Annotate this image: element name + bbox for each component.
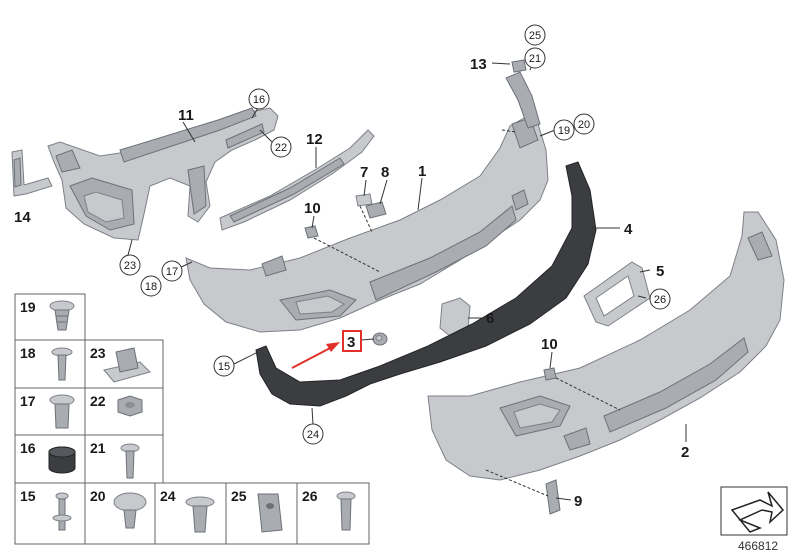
legend-label-17: 17 (20, 393, 36, 409)
part-12-strip (219, 129, 375, 231)
label-12: 12 (306, 131, 323, 148)
fastener-17-icon (49, 394, 75, 429)
fastener-legend: 19 18 23 17 22 16 21 15 20 24 25 26 (14, 293, 370, 545)
svg-text:15: 15 (218, 361, 230, 373)
label-1: 1 (418, 163, 426, 180)
fastener-18-icon (51, 347, 73, 381)
legend-label-19: 19 (20, 299, 36, 315)
svg-text:22: 22 (275, 142, 287, 154)
fastener-22-icon (117, 395, 143, 417)
fastener-24-icon (185, 496, 215, 533)
legend-label-24: 24 (160, 488, 176, 504)
label-10-lower: 10 (541, 336, 558, 353)
label-14: 14 (14, 209, 31, 226)
legend-label-26: 26 (302, 488, 318, 504)
svg-text:16: 16 (253, 94, 265, 106)
svg-text:25: 25 (529, 30, 541, 42)
part-11-carrier (47, 107, 279, 241)
orientation-arrow-icon (730, 491, 785, 533)
legend-label-22: 22 (90, 393, 106, 409)
label-5: 5 (656, 263, 664, 280)
svg-text:26: 26 (654, 294, 666, 306)
callout-22: 22 (270, 136, 292, 158)
part-10-nut-lower (543, 367, 557, 381)
svg-text:24: 24 (307, 429, 319, 441)
highlight-arrow (291, 342, 340, 369)
label-4: 4 (624, 221, 633, 238)
label-9: 9 (574, 493, 582, 510)
label-11: 11 (178, 107, 194, 124)
label-2: 2 (681, 444, 689, 461)
legend-label-21: 21 (90, 440, 106, 456)
part-2-bumper-cover-lower (427, 211, 785, 481)
callout-25: 25 (524, 24, 546, 46)
callout-15: 15 (213, 355, 235, 377)
svg-text:23: 23 (124, 260, 136, 272)
callout-18: 18 (140, 275, 162, 297)
fastener-20-icon (113, 492, 147, 529)
label-8: 8 (381, 164, 389, 181)
callout-19: 19 (553, 119, 575, 141)
legend-label-20: 20 (90, 488, 106, 504)
svg-text:18: 18 (145, 281, 157, 293)
callout-21: 21 (524, 47, 546, 69)
svg-text:17: 17 (166, 266, 178, 278)
part-3-plug (372, 332, 388, 346)
callout-17: 17 (161, 260, 183, 282)
svg-text:20: 20 (578, 119, 590, 131)
callout-26: 26 (649, 288, 671, 310)
part-9-bracket (545, 479, 561, 515)
svg-text:21: 21 (529, 53, 541, 65)
leader-lines (127, 59, 687, 501)
label-10-upper: 10 (304, 200, 321, 217)
fastener-25-icon (257, 493, 283, 533)
legend-label-25: 25 (231, 488, 247, 504)
callout-24: 24 (302, 423, 324, 445)
fastener-16-icon (48, 446, 76, 474)
svg-text:19: 19 (558, 125, 570, 137)
callout-20: 20 (573, 113, 595, 135)
fastener-26-icon (336, 491, 356, 531)
fastener-19-icon (49, 300, 75, 331)
callout-23: 23 (119, 254, 141, 276)
legend-label-23: 23 (90, 345, 106, 361)
label-3: 3 (347, 334, 355, 351)
orientation-box (720, 486, 788, 536)
legend-label-15: 15 (20, 488, 36, 504)
part-8-clip (365, 201, 387, 219)
fastener-21-icon (120, 443, 140, 479)
part-5-plate-bracket (583, 261, 651, 327)
legend-label-18: 18 (20, 345, 36, 361)
part-4-spoiler (255, 161, 597, 407)
part-1-bumper-cover-upper (185, 71, 549, 333)
label-3-highlight-box (342, 330, 362, 352)
fastener-15-icon (52, 492, 72, 531)
diagram-id: 466812 (738, 539, 778, 553)
callout-16: 16 (248, 88, 270, 110)
label-7: 7 (360, 164, 368, 181)
part-13-bracket (511, 59, 527, 73)
part-10-nut-upper (304, 225, 319, 239)
label-6: 6 (486, 310, 494, 327)
legend-label-16: 16 (20, 440, 36, 456)
part-14-bracket (11, 149, 53, 197)
label-13: 13 (470, 56, 487, 73)
fastener-23-icon (103, 347, 151, 383)
